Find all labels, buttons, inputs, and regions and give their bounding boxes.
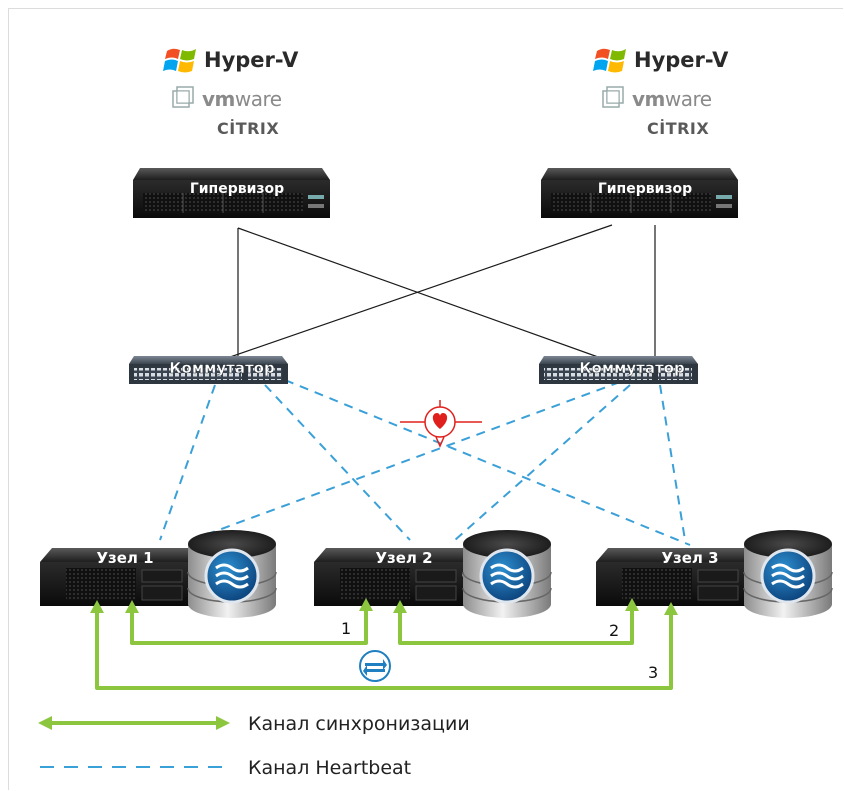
hb-sw2-node1	[204, 381, 621, 536]
storage-node-1: Узел 1	[40, 548, 206, 606]
hyperv-label: Hyper-V	[204, 48, 299, 72]
hyperv-label: Hyper-V	[634, 48, 729, 72]
link-hv1-sw2	[237, 227, 613, 363]
heartbeat-links	[159, 379, 691, 546]
vmware-label-rest: ware	[235, 87, 282, 111]
legend: Канал синхронизации Канал Heartbeat	[38, 713, 470, 779]
diagram-frame	[8, 8, 843, 790]
sync-number-1: 1	[341, 619, 351, 638]
sync-number-2: 2	[609, 621, 619, 640]
legend-heartbeat-label: Канал Heartbeat	[248, 757, 411, 779]
vendor-logos-left: Hyper-V vmware CİTRIX	[163, 48, 299, 138]
legend-sync-swatch	[38, 716, 230, 730]
network-links	[206, 224, 656, 366]
hb-sw1-node2	[264, 384, 411, 541]
vmware-label: vmware	[202, 87, 282, 111]
hypervisor-server-1: Гипервизор	[133, 168, 330, 218]
node-label: Узел 2	[375, 549, 432, 567]
vmware-label-bold: vm	[202, 87, 235, 111]
sync-number-3: 3	[648, 663, 658, 682]
database-icon	[187, 530, 277, 618]
sync-arrowheads	[90, 598, 678, 615]
sync-link-2-3	[398, 608, 634, 645]
hb-sw2-node2	[454, 384, 631, 541]
storage-node-2: Узел 2	[314, 548, 480, 606]
vmware-icon	[172, 86, 194, 108]
legend-sync-label: Канал синхронизации	[248, 713, 470, 735]
hypervisor-label: Гипервизор	[190, 181, 284, 197]
database-icon	[743, 530, 833, 618]
sync-icon	[359, 650, 391, 682]
hypervisor-server-2: Гипервизор	[541, 168, 738, 218]
node-label: Узел 1	[96, 549, 153, 567]
switch-label: Коммутатор	[169, 359, 275, 377]
vmware-label-bold: vm	[632, 87, 665, 111]
hb-sw2-node3	[659, 384, 686, 541]
vmware-label: vmware	[632, 87, 712, 111]
switch-2: Коммутатор	[539, 356, 698, 384]
heartbeat-icon	[400, 400, 482, 448]
citrix-label: CİTRIX	[647, 119, 709, 138]
link-hv2-sw1	[206, 224, 613, 366]
vmware-icon	[602, 86, 624, 108]
switch-label: Коммутатор	[579, 359, 685, 377]
storage-node-3: Узел 3	[596, 548, 762, 606]
node-label: Узел 3	[661, 549, 718, 567]
windows-icon	[163, 48, 196, 73]
hb-sw1-node1	[159, 384, 216, 541]
database-icon	[462, 530, 552, 618]
windows-icon	[593, 48, 626, 73]
vendor-logos-right: Hyper-V vmware CİTRIX	[593, 48, 729, 138]
vmware-label-rest: ware	[665, 87, 712, 111]
hb-sw1-node3	[284, 379, 691, 546]
hypervisor-label: Гипервизор	[598, 181, 692, 197]
sync-links	[95, 608, 673, 690]
citrix-label: CİTRIX	[217, 119, 279, 138]
switch-1: Коммутатор	[129, 356, 288, 384]
sync-link-1-2	[130, 608, 368, 645]
sync-link-1-3	[95, 610, 673, 690]
